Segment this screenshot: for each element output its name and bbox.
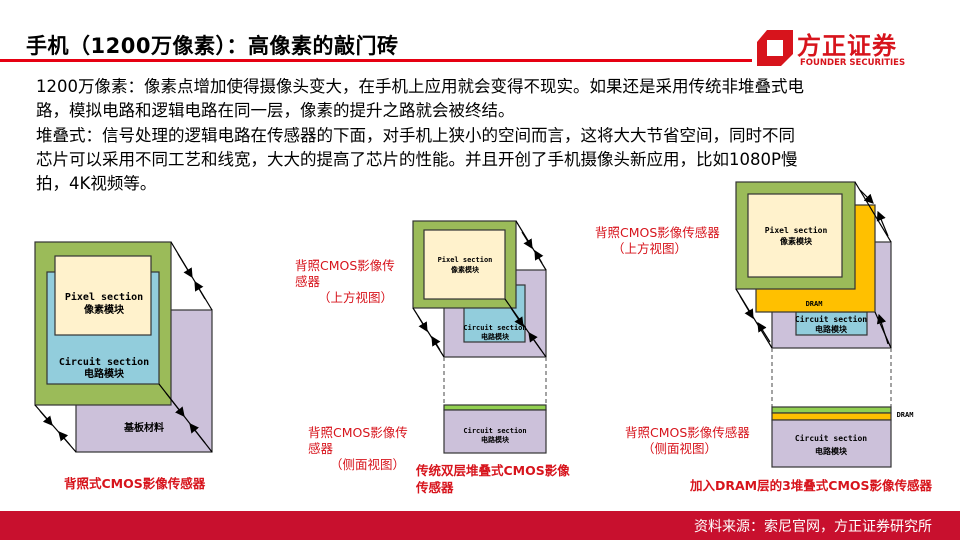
pixel-section-label: Pixel section xyxy=(65,291,143,303)
side-view-label: 背照CMOS影像传感器 xyxy=(625,425,750,440)
circuit-section-label-cn: 电路模块 xyxy=(481,332,510,341)
body-line: 拍，4K视频等。 xyxy=(36,174,157,194)
circuit-section-label: Circuit section xyxy=(463,324,526,332)
top-view-label: （上方视图） xyxy=(612,241,688,256)
page-title: 手机（1200万像素）：高像素的敲门砖 xyxy=(26,34,399,58)
body-line: 1200万像素：像素点增加使得摄像头变大，在手机上应用就会变得不现实。如果还是采… xyxy=(36,77,804,96)
logo-text-cn: 方正证券 xyxy=(797,32,897,60)
source-note: 资料来源：索尼官网，方正证券研究所 xyxy=(694,519,932,535)
footer-bar: 资料来源：索尼官网，方正证券研究所 xyxy=(0,511,960,540)
founder-securities-logo: 方正证券 FOUNDER SECURITIES xyxy=(755,28,925,68)
substrate-label: 基板材料 xyxy=(123,421,164,434)
side-circuit-label: Circuit section xyxy=(795,433,867,443)
top-view-label: 背照CMOS影像传感器 xyxy=(595,225,720,240)
diagram2-caption: 传感器 xyxy=(416,480,454,495)
side-view-label: （侧面视图） xyxy=(330,457,406,472)
diagram-two-layer-stacked xyxy=(412,220,547,454)
diagram-three-layer-stacked xyxy=(735,181,892,468)
diagram-bsi-cmos xyxy=(34,241,213,453)
side-circuit-label-cn: 电路模块 xyxy=(815,446,848,456)
diagram2-caption: 传统双层堆叠式CMOS影像 xyxy=(416,463,570,478)
logo-mark-icon xyxy=(757,30,793,66)
diagram3-caption: 加入DRAM层的3堆叠式CMOS影像传感器 xyxy=(690,478,933,493)
title-divider xyxy=(0,59,752,62)
body-text: 1200万像素：像素点增加使得摄像头变大，在手机上应用就会变得不现实。如果还是采… xyxy=(36,75,926,196)
side-circuit-label: Circuit section xyxy=(463,427,526,435)
top-view-label: 感器 xyxy=(295,274,321,289)
pixel-section-label: Pixel section xyxy=(765,225,828,235)
side-view-label: 背照CMOS影像传 xyxy=(308,425,408,440)
side-circuit-label-cn: 电路模块 xyxy=(481,435,510,444)
pixel-section-label-cn: 像素模块 xyxy=(779,236,813,246)
dram-label: DRAM xyxy=(806,300,823,308)
body-line: 芯片可以采用不同工艺和线宽，大大的提高了芯片的性能。并且开创了手机摄像头新应用，… xyxy=(36,149,798,169)
circuit-section-label-cn: 电路模块 xyxy=(815,324,848,334)
top-view-label: 背照CMOS影像传 xyxy=(295,258,395,273)
pixel-section-label: Pixel section xyxy=(438,256,493,264)
circuit-section-label: Circuit section xyxy=(59,356,149,368)
body-line: 堆叠式：信号处理的逻辑电路在传感器的下面，对手机上狭小的空间而言，这将大大节省空… xyxy=(36,125,795,145)
side-view-label: 感器 xyxy=(308,441,334,456)
diagram1-caption: 背照式CMOS影像传感器 xyxy=(64,476,206,491)
pixel-section-label-cn: 像素模块 xyxy=(83,303,125,316)
circuit-section-label-cn: 电路模块 xyxy=(84,367,125,380)
top-view-label: （上方视图） xyxy=(318,290,394,305)
pixel-section-label-cn: 像素模块 xyxy=(450,265,480,274)
side-view-label: （侧面视图） xyxy=(642,441,718,456)
body-line: 路，模拟电路和逻辑电路在同一层，像素的提升之路就会被终结。 xyxy=(36,101,515,121)
pixel-section xyxy=(54,255,152,336)
side-dram-label: DRAM xyxy=(897,411,914,419)
logo-text-en: FOUNDER SECURITIES xyxy=(800,58,906,68)
circuit-section-label: Circuit section xyxy=(795,314,867,324)
